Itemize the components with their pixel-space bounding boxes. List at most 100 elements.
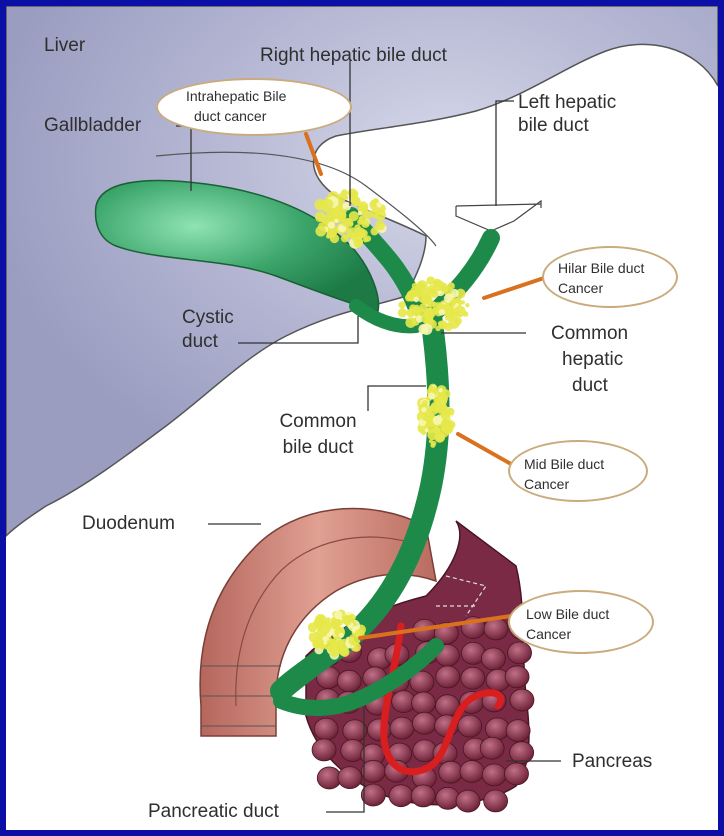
tumor-speck bbox=[398, 308, 407, 317]
pancreas-lobule bbox=[505, 763, 529, 785]
tumor-speck bbox=[328, 222, 335, 229]
callout-line-hilar bbox=[484, 278, 544, 298]
tumor-speck bbox=[431, 291, 438, 298]
pancreas-lobule bbox=[461, 667, 485, 689]
tumor-speck bbox=[334, 611, 343, 620]
tumor-speck bbox=[346, 233, 350, 237]
tumor-speck bbox=[439, 309, 445, 315]
tumor-speck bbox=[438, 388, 442, 392]
pancreas-lobule bbox=[510, 689, 534, 711]
tumor-speck bbox=[321, 644, 325, 648]
tumor-speck bbox=[398, 301, 405, 308]
leader-common-bile bbox=[368, 386, 426, 411]
leader-left-hepatic bbox=[496, 101, 514, 206]
label-common-hepatic-3: duct bbox=[572, 374, 608, 397]
callout-low-cancer: Low Bile duct Cancer bbox=[508, 590, 654, 654]
pancreas-lobule bbox=[481, 648, 505, 670]
pancreas-lobule bbox=[337, 670, 361, 692]
pancreas-lobule bbox=[508, 642, 532, 664]
tumor-speck bbox=[430, 443, 435, 448]
tumor-speck bbox=[421, 407, 426, 412]
tumor-speck bbox=[339, 633, 344, 638]
label-bile-duct: bile duct bbox=[518, 114, 589, 137]
pancreas-lobule bbox=[505, 666, 529, 688]
tumor-speck bbox=[353, 641, 358, 646]
label-cystic: Cystic bbox=[182, 306, 234, 329]
tumor-speck bbox=[454, 306, 465, 317]
left-hepatic-funnel bbox=[456, 201, 541, 231]
tumor-speck bbox=[427, 429, 438, 440]
tumor-speck bbox=[426, 276, 435, 285]
tumor-speck bbox=[323, 199, 334, 210]
tumor-speck bbox=[425, 428, 429, 432]
pancreas-lobule bbox=[338, 767, 362, 789]
diagram-frame: Liver Right hepatic bile duct Left hepat… bbox=[6, 6, 718, 830]
tumor-speck bbox=[349, 222, 353, 226]
callout-mid-line1: Mid Bile duct bbox=[524, 454, 604, 474]
label-common-bile-2: bile duct bbox=[268, 436, 368, 459]
tumor-speck bbox=[422, 400, 428, 406]
tumor-speck bbox=[370, 201, 374, 205]
tumor-speck bbox=[454, 317, 462, 325]
tumor-speck bbox=[326, 234, 331, 239]
tumor-speck bbox=[314, 618, 325, 629]
tumor-speck bbox=[421, 313, 433, 325]
pancreas-lobule bbox=[460, 760, 484, 782]
tumor-speck bbox=[325, 622, 333, 630]
callout-hilar-cancer: Hilar Bile duct Cancer bbox=[542, 246, 678, 308]
tumor-speck bbox=[461, 300, 465, 304]
label-liver: Liver bbox=[44, 34, 85, 57]
tumor-speck bbox=[421, 323, 432, 334]
pancreas-lobule bbox=[343, 720, 367, 742]
label-common-hepatic-1: Common bbox=[551, 322, 628, 345]
tumor-speck bbox=[341, 189, 348, 196]
callout-hilar-line2: Cancer bbox=[558, 278, 603, 298]
tumor-speck bbox=[345, 619, 352, 626]
label-common-bile-1: Common bbox=[268, 410, 368, 433]
tumor-speck bbox=[409, 304, 417, 312]
tumor-speck bbox=[465, 303, 469, 307]
tumor-speck bbox=[365, 235, 371, 241]
callout-intrahepatic-line1: Intrahepatic Bile bbox=[186, 86, 286, 106]
pancreas-lobule bbox=[480, 737, 504, 759]
pancreas-lobule bbox=[456, 790, 480, 812]
pancreas-lobule bbox=[389, 785, 413, 807]
pancreas-lobule bbox=[412, 712, 436, 734]
pancreas-lobule bbox=[482, 764, 506, 786]
callout-hilar-line1: Hilar Bile duct bbox=[558, 258, 644, 278]
pancreas-lobule bbox=[411, 785, 435, 807]
tumor-speck bbox=[357, 230, 366, 239]
pancreas-lobule bbox=[458, 715, 482, 737]
tumor-speck bbox=[450, 299, 456, 305]
tumor-speck bbox=[334, 219, 338, 223]
label-gallbladder: Gallbladder bbox=[44, 114, 141, 137]
pancreas-lobule bbox=[312, 739, 336, 761]
pancreas-lobule bbox=[361, 760, 385, 782]
tumor-speck bbox=[405, 317, 416, 328]
tumor-speck bbox=[364, 210, 372, 218]
tumor-speck bbox=[437, 393, 448, 404]
tumor-speck bbox=[428, 393, 435, 400]
tumor-speck bbox=[375, 220, 385, 230]
pancreas-lobule bbox=[390, 717, 414, 739]
tumor-speck bbox=[442, 419, 448, 425]
pancreas-lobule bbox=[510, 742, 534, 764]
tumor-speck bbox=[438, 320, 447, 329]
pancreas-lobule bbox=[506, 720, 530, 742]
callout-mid-line2: Cancer bbox=[524, 474, 569, 494]
tumor-speck bbox=[358, 211, 362, 215]
tumor-speck bbox=[376, 202, 382, 208]
tumor-speck bbox=[406, 292, 414, 300]
tumor-speck bbox=[354, 224, 360, 230]
callout-mid-cancer: Mid Bile duct Cancer bbox=[508, 440, 648, 502]
tumor-speck bbox=[356, 238, 363, 245]
tumor-speck bbox=[330, 234, 339, 243]
callout-intrahepatic-cancer: Intrahepatic Bile duct cancer bbox=[156, 78, 352, 136]
tumor-speck bbox=[332, 622, 339, 629]
label-duodenum: Duodenum bbox=[82, 512, 175, 535]
label-right-hepatic-bile-duct: Right hepatic bile duct bbox=[260, 44, 447, 67]
callout-line-mid bbox=[458, 434, 511, 464]
label-pancreatic-duct: Pancreatic duct bbox=[148, 800, 279, 823]
tumor-speck bbox=[358, 201, 368, 211]
tumor-speck bbox=[361, 219, 370, 228]
